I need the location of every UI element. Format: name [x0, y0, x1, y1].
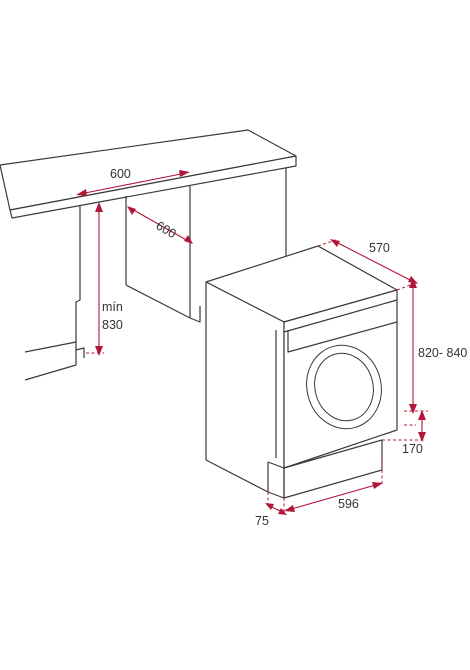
kitchen-cabinet [0, 129, 297, 381]
label-cabinet-height-min: mín [102, 300, 123, 314]
machine-front [283, 289, 398, 469]
dim-counter-depth: 600 [127, 206, 193, 244]
label-machine-width: 596 [338, 497, 359, 511]
dim-cabinet-height: mín 830 [86, 202, 123, 356]
dim-plinth-recess: 75 [255, 492, 287, 528]
label-plinth-recess: 75 [255, 514, 269, 528]
dim-machine-height: 820- 840 [404, 278, 467, 414]
label-counter-width: 600 [110, 167, 131, 181]
dim-machine-width: 596 [283, 470, 383, 512]
label-counter-depth: 600 [154, 218, 179, 241]
dim-plinth-height: 170 [381, 410, 426, 472]
door-outer-ring [306, 344, 382, 430]
dim-counter-width: 600 [76, 167, 190, 196]
machine-side [205, 281, 285, 499]
label-machine-depth: 570 [369, 241, 390, 255]
washing-machine [205, 245, 398, 499]
label-machine-height: 820- 840 [418, 346, 467, 360]
label-cabinet-height-value: 830 [102, 318, 123, 332]
countertop-front-edge [9, 155, 297, 219]
label-plinth-height: 170 [402, 442, 423, 456]
door-inner-ring [314, 352, 374, 422]
